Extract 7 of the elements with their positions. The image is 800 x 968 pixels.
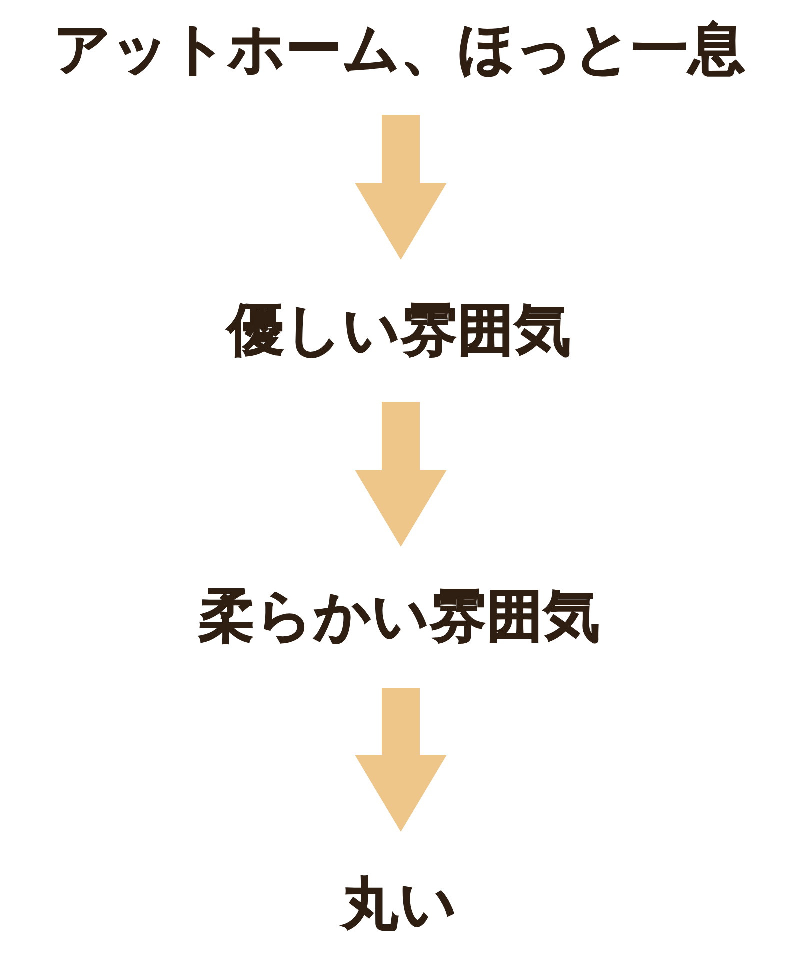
step-label: 柔らかい雰囲気 xyxy=(199,585,601,650)
step-label: アットホーム、ほっと一息 xyxy=(54,18,746,83)
arrow xyxy=(355,402,447,547)
step-label: 優しい雰囲気 xyxy=(228,298,572,364)
arrow xyxy=(355,115,447,260)
step-label: 丸い xyxy=(342,872,458,938)
arrow xyxy=(355,688,447,832)
